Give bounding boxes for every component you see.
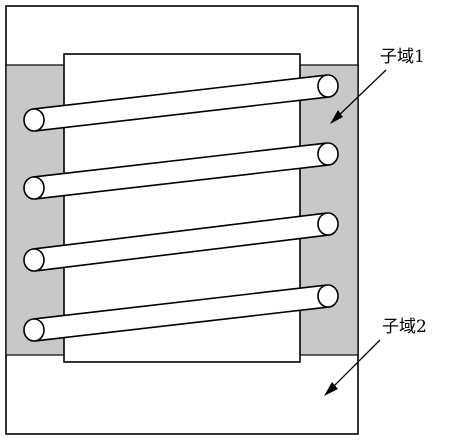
coil-turn-tube bbox=[32, 75, 330, 131]
coil-left-end bbox=[23, 318, 45, 342]
coil-turn-tube bbox=[32, 213, 330, 271]
coil-turns bbox=[23, 74, 339, 342]
subdomain-2-label: 子域2 bbox=[382, 317, 427, 337]
coil-turn-tube bbox=[32, 143, 330, 199]
subdomain-1-label: 子域1 bbox=[380, 47, 425, 67]
coil-turn-edge bbox=[32, 142, 327, 178]
subdomain-2-pointer bbox=[327, 339, 381, 393]
subdomain-1-pointer bbox=[333, 69, 387, 121]
coil-turn-edge bbox=[35, 306, 330, 342]
coil-turn-edge bbox=[32, 284, 327, 320]
coil-right-end bbox=[317, 74, 339, 98]
coil-turn-edge bbox=[35, 234, 330, 272]
coil-turn-edge bbox=[32, 74, 327, 110]
coil-turn-edge bbox=[35, 96, 330, 132]
coil-turn-edge bbox=[35, 164, 330, 200]
coil-right-end bbox=[317, 212, 339, 236]
coil-left-end bbox=[23, 176, 45, 200]
coil-right-end bbox=[317, 284, 339, 308]
subdomain-2-arrowhead bbox=[324, 382, 338, 396]
subdomain-1-arrowhead bbox=[330, 110, 343, 124]
coil-right-end bbox=[317, 142, 339, 166]
coil-turn-edge bbox=[32, 212, 327, 250]
coil-left-end bbox=[23, 108, 45, 132]
coil-left-end bbox=[23, 248, 45, 272]
coil-turn-tube bbox=[32, 285, 330, 341]
